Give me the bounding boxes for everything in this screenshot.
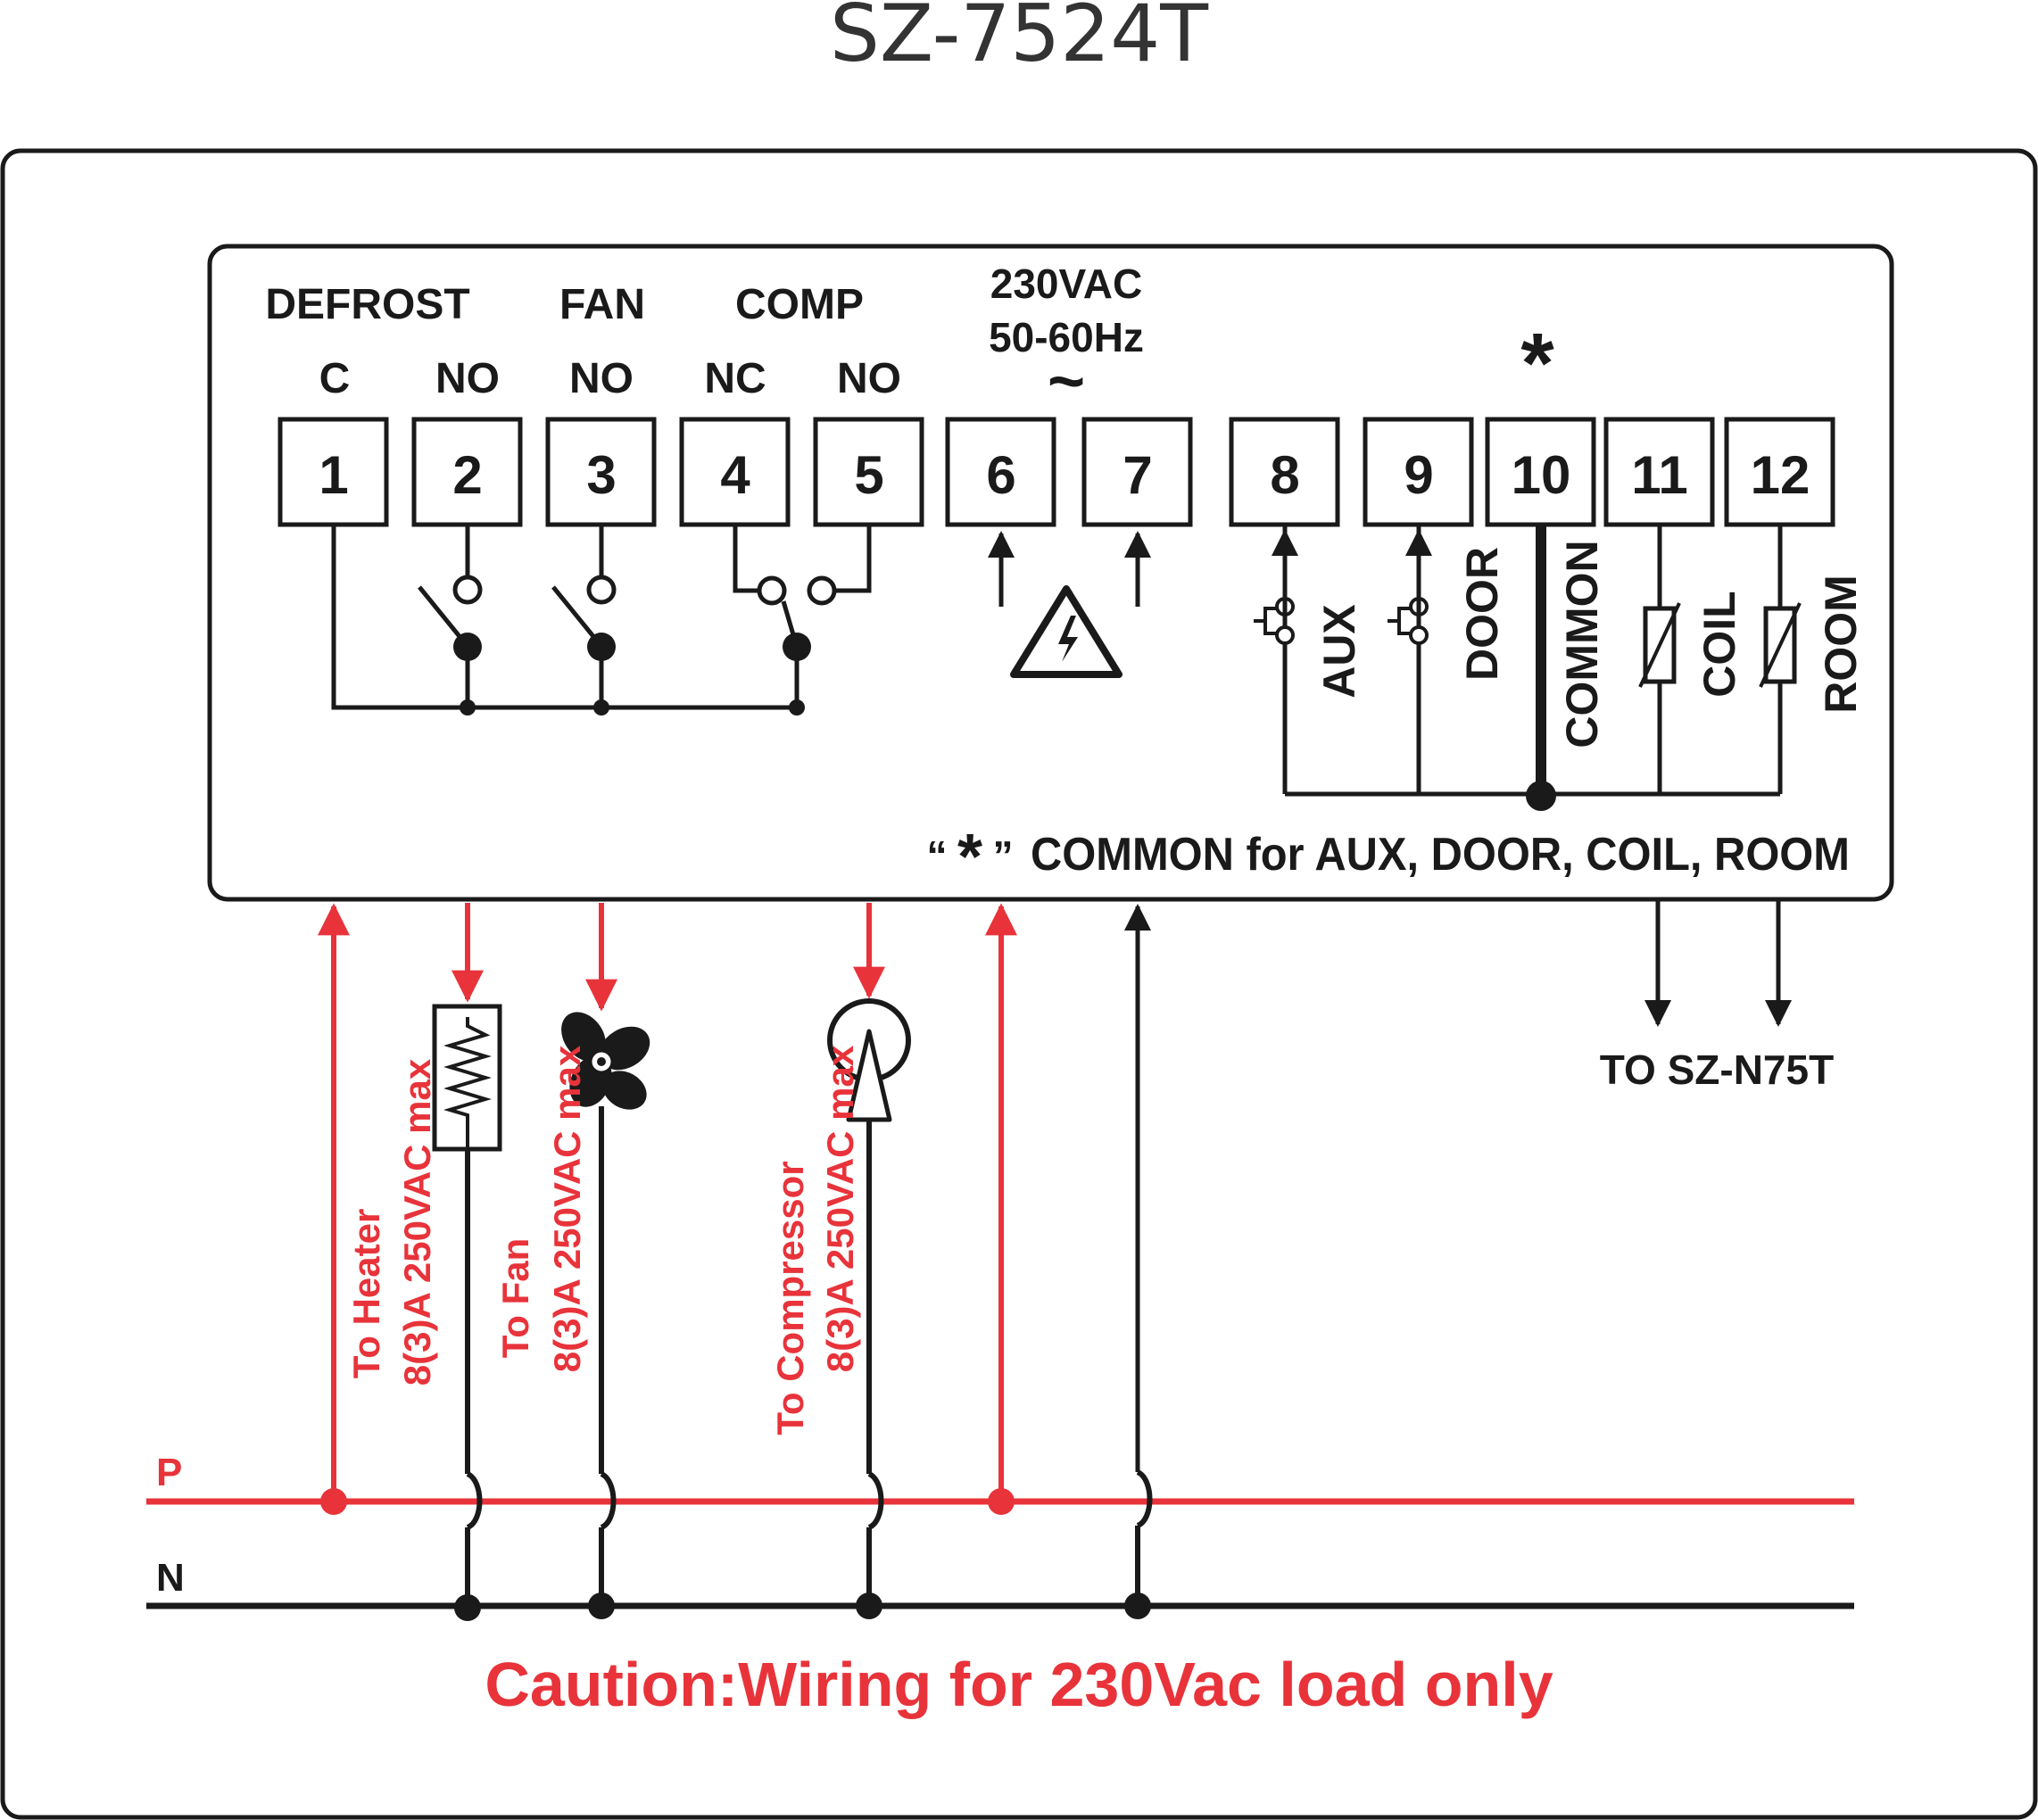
defrost-no-contact: [452, 575, 483, 605]
comp-n-junction: [856, 1592, 882, 1619]
aux-pushbutton-icon: [1254, 607, 1276, 635]
diagram-title: SZ-7524T: [830, 0, 1209, 79]
relay-contacts: [331, 525, 872, 716]
fan-load-label: To Fan: [494, 1238, 536, 1359]
wire-crossings: [466, 1469, 1153, 1530]
power-p-junction: [988, 1488, 1015, 1515]
note-star: *: [957, 822, 982, 893]
high-voltage-warning-icon: [1010, 585, 1123, 678]
comp-label: COMP: [735, 281, 864, 328]
terminal-number-10: 10: [1512, 445, 1571, 505]
controller-panel: [207, 244, 1894, 902]
defrost-junction: [460, 699, 476, 716]
aux-contact-bottom: [1275, 625, 1295, 645]
compressor-icon: [827, 998, 911, 1122]
power-frequency-label: 50-60Hz: [989, 314, 1144, 360]
contact-label-5: NO: [837, 355, 901, 402]
note-quote-open: “: [927, 832, 948, 879]
heater-crossing: [466, 1471, 483, 1530]
terminal-9: [1363, 417, 1474, 527]
power-voltage-label: 230VAC: [990, 261, 1142, 307]
door-pushbutton-icon: [1388, 607, 1410, 635]
room-sensor-slash: [1759, 602, 1802, 688]
terminal-10: [1485, 417, 1596, 527]
ac-tilde-symbol: ~: [1048, 346, 1085, 418]
terminal-number-9: 9: [1404, 445, 1433, 505]
room-label: ROOM: [1816, 575, 1866, 714]
common-label: COMMON: [1557, 540, 1607, 748]
comp-nc-lead: [733, 525, 758, 593]
terminal-number-1: 1: [319, 445, 348, 505]
terminal-number-5: 5: [854, 445, 883, 505]
comp-no-contact: [807, 575, 837, 606]
terminal-number-4: 4: [720, 445, 750, 505]
compressor-rating-label: 8(3)A 250VAC max: [819, 1045, 861, 1372]
comp-no-lead: [835, 525, 872, 593]
coil-label: COIL: [1694, 591, 1744, 697]
door-label: DOOR: [1457, 547, 1507, 681]
contact-label-3: NO: [569, 355, 634, 402]
heater-p-junction: [320, 1488, 347, 1515]
outer-frame: [0, 148, 2038, 1820]
terminal-11: [1603, 417, 1715, 527]
fan-junction: [593, 699, 609, 716]
door-contact-bottom: [1409, 625, 1429, 645]
fan-icon: [561, 1012, 650, 1110]
p-bus-label: P: [156, 1451, 182, 1494]
terminal-5: [813, 417, 924, 527]
note-quote-close: ”: [993, 832, 1014, 879]
aux-label: AUX: [1314, 604, 1364, 699]
heater-rating-label: 8(3)A 250VAC max: [396, 1058, 438, 1386]
defrost-label: DEFROST: [265, 281, 469, 328]
comp-nc-contact: [757, 575, 787, 606]
fan-n-junction: [588, 1592, 615, 1619]
common-junction: [1526, 781, 1556, 811]
compressor-label: To Compressor: [769, 1161, 811, 1435]
terminal-number-11: 11: [1631, 445, 1687, 505]
caution-text: Caution:Wiring for 230Vac load only: [485, 1650, 1553, 1719]
load-wiring: [318, 903, 1151, 1515]
n-bus-label: N: [156, 1556, 185, 1600]
heater-n-junction: [454, 1594, 481, 1621]
contact-label-4: NC: [704, 355, 766, 402]
terminal-number-12: 12: [1751, 445, 1810, 505]
comp-crossing: [867, 1471, 884, 1530]
contact-label-2: NO: [435, 355, 500, 402]
terminal-6: [945, 417, 1056, 527]
power-n-crossing: [1136, 1469, 1153, 1528]
comp-junction: [789, 699, 805, 716]
terminal-number-7: 7: [1123, 445, 1152, 505]
common-star-marker: *: [1520, 316, 1554, 411]
contact-label-1: C: [319, 355, 351, 402]
common-note: “ * ” COMMON for AUX, DOOR, COIL, ROOM: [927, 822, 1851, 893]
terminal-number-2: 2: [452, 445, 482, 505]
terminal-7: [1081, 417, 1193, 527]
terminal-number-8: 8: [1270, 445, 1299, 505]
power-n-junction: [1124, 1592, 1151, 1619]
terminal-number-6: 6: [986, 445, 1015, 505]
heater-label: To Heater: [345, 1209, 387, 1379]
relay-common-bus: [331, 525, 797, 710]
fan-no-contact: [586, 575, 617, 605]
fan-switch-arm: [551, 585, 601, 646]
heater-icon: [432, 1004, 502, 1152]
terminal-3: [545, 417, 657, 527]
defrost-switch-arm: [418, 585, 468, 646]
terminal-number-3: 3: [586, 445, 616, 505]
coil-sensor-slash: [1638, 602, 1681, 688]
fan-label: FAN: [559, 281, 645, 328]
terminal-blocks: [278, 417, 1835, 527]
digital-inputs: [1254, 525, 1802, 811]
fan-rating-label: 8(3)A 250VAC max: [546, 1045, 588, 1372]
sensor-target-label: TO SZ-N75T: [1600, 1046, 1834, 1093]
note-text: COMMON for AUX, DOOR, COIL, ROOM: [1031, 829, 1850, 881]
n-bus-drops: [465, 1526, 1140, 1606]
fan-crossing: [600, 1471, 617, 1530]
